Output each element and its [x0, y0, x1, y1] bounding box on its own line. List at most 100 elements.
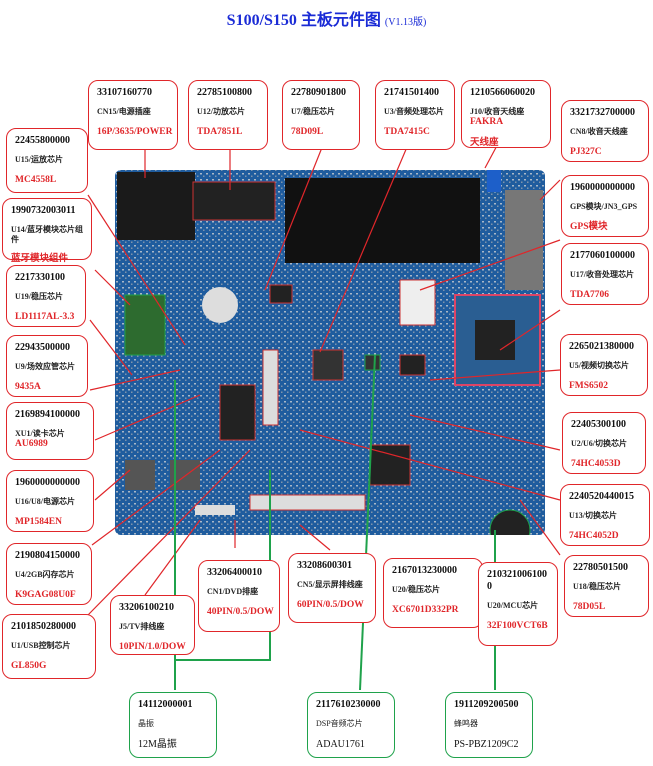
part-description: XU1/读卡芯片AU6989	[15, 429, 65, 449]
callout-u5: 2265021380000 U5/视频切换芯片 FMS6502	[560, 334, 648, 396]
part-number: 22785100800	[197, 87, 252, 98]
part-model: 蓝牙模块组件	[11, 254, 69, 265]
part-number: 2103210061000	[487, 569, 547, 592]
callout-u20-regulator: 2167013230000 U20/稳压芯片 XC6701D332PR	[383, 558, 483, 628]
callout-j10: 1210566060020 J10/收音天线座FAKRA 天线座	[461, 80, 551, 148]
part-number: 2190804150000	[15, 550, 80, 561]
j5-tv-connector	[195, 505, 235, 515]
pcb-board-image	[115, 170, 545, 535]
callout-u3: 21741501400 U3/音频处理芯片 TDA7415C	[375, 80, 455, 150]
fakra-antenna-jack	[487, 170, 501, 192]
part-description: U7/稳压芯片	[291, 107, 335, 116]
part-number: 1960000000000	[570, 182, 635, 193]
callout-cn15: 33107160770 CN15/电源插座 16P/3635/POWER	[88, 80, 178, 150]
power-connector	[117, 172, 195, 240]
part-model: 16P/3635/POWER	[97, 126, 173, 137]
part-number: 2117610230000	[316, 699, 381, 710]
callout-u13: 2240520440015 U13/切换芯片 74HC4052D	[560, 484, 650, 546]
part-number: 33206100210	[119, 602, 174, 613]
inductor-1	[125, 460, 155, 490]
callout-crystal: 14112000001 晶振 12M晶振	[129, 692, 217, 758]
part-description: CN1/DVD排座	[207, 587, 259, 596]
part-model: 天线座	[470, 137, 499, 148]
part-number: 22780501500	[573, 562, 628, 573]
bt-module	[124, 294, 166, 356]
part-number: 1210566060020	[470, 87, 535, 98]
part-model: TDA7415C	[384, 126, 430, 137]
cn5-display-connector	[249, 494, 366, 511]
part-description: CN15/电源插座	[97, 107, 151, 116]
part-number: 2101850280000	[11, 621, 76, 632]
part-number: 2167013230000	[392, 565, 457, 576]
part-model: 9435A	[15, 381, 41, 392]
part-number: 33107160770	[97, 87, 152, 98]
part-model: PS-PBZ1209C2	[454, 738, 519, 750]
page-title: S100/S150 主板元件图 (V1.13版)	[0, 6, 653, 30]
part-model: K9GAG08U0F	[15, 589, 76, 600]
callout-u17: 2177060100000 U17/收音处理芯片 TDA7706	[561, 243, 649, 305]
part-number: 22780901800	[291, 87, 346, 98]
callout-u7: 22780901800 U7/稳压芯片 78D09L	[282, 80, 360, 150]
callout-gps: 1960000000000 GPS模块/JN3_GPS GPS模块	[561, 175, 649, 237]
part-model: GL850G	[11, 660, 47, 671]
callout-xu1: 2169894100000 XU1/读卡芯片AU6989	[6, 402, 94, 460]
part-model: 32F100VCT6B	[487, 620, 548, 631]
part-model: TDA7851L	[197, 126, 243, 137]
callout-u14: 1990732003011 U14/蓝牙模块芯片组件 蓝牙模块组件	[2, 198, 92, 264]
part-number: 14112000001	[138, 699, 193, 710]
amp-heatsink-connector	[192, 181, 276, 221]
part-number: 3321732700000	[570, 107, 635, 118]
part-model: XC6701D332PR	[392, 604, 459, 615]
callout-cn5: 33208600301 CN5/显示屏排线座 60PIN/0.5/DOW	[288, 553, 376, 623]
u5-chip	[399, 354, 426, 376]
part-description: U19/稳压芯片	[15, 292, 63, 301]
part-model: TDA7706	[570, 289, 610, 300]
callout-u2: 22405300100 U2/U6/切换芯片 74HC4053D	[562, 412, 646, 474]
part-number: 1990732003011	[11, 205, 76, 216]
part-number: 1960000000000	[15, 477, 80, 488]
callout-u12: 22785100800 U12/功放芯片 TDA7851L	[188, 80, 268, 150]
title-version: (V1.13版)	[384, 17, 427, 28]
part-description: CN5/显示屏排线座	[297, 580, 363, 589]
part-number: 2169894100000	[15, 409, 80, 420]
callout-u18: 22780501500 U18/稳压芯片 78D05L	[564, 555, 649, 617]
u3-chip	[312, 349, 344, 381]
callout-j5: 33206100210 J5/TV排线座 10PIN/1.0/DOW	[110, 595, 195, 655]
part-model: MP1584EN	[15, 516, 62, 527]
part-model: 74HC4053D	[571, 458, 621, 469]
part-description: DSP音频芯片	[316, 719, 363, 728]
part-number: 22455800000	[15, 135, 70, 146]
part-model: 78D09L	[291, 126, 324, 137]
part-model: PJ327C	[570, 146, 602, 157]
part-description: U1/USB控制芯片	[11, 641, 71, 650]
part-number: 33206400010	[207, 567, 262, 578]
part-number: 33208600301	[297, 560, 352, 571]
part-number: 21741501400	[384, 87, 439, 98]
part-description: U20/MCU芯片	[487, 601, 539, 610]
callout-u9: 22943500000 U9/场效应管芯片 9435A	[6, 335, 88, 397]
part-description: CN8/收音天线座	[570, 127, 628, 136]
part-number: 2265021380000	[569, 341, 634, 352]
part-model: MC4558L	[15, 174, 57, 185]
buzzer	[489, 509, 531, 535]
part-model: FMS6502	[569, 380, 609, 391]
part-description: U4/2GB闪存芯片	[15, 570, 75, 579]
part-model: ADAU1761	[316, 738, 365, 750]
callout-u15: 22455800000 U15/运放芯片 MC4558L	[6, 128, 88, 193]
callout-u4: 2190804150000 U4/2GB闪存芯片 K9GAG08U0F	[6, 543, 92, 605]
part-number: 22943500000	[15, 342, 70, 353]
callout-u1: 2101850280000 U1/USB控制芯片 GL850G	[2, 614, 96, 679]
cn1-dvd-connector	[262, 349, 279, 426]
part-description: U5/视频切换芯片	[569, 361, 629, 370]
part-model: 78D05L	[573, 601, 606, 612]
callout-u19: 2217330100 U19/稳压芯片 LD1117AL-3.3	[6, 265, 86, 327]
callout-dsp: 2117610230000 DSP音频芯片 ADAU1761	[307, 692, 395, 758]
part-description: U13/切换芯片	[569, 511, 617, 520]
u4-flash-chip	[219, 384, 256, 441]
callout-cn1: 33206400010 CN1/DVD排座 40PIN/0.5/DOW	[198, 560, 280, 632]
part-description: J5/TV排线座	[119, 622, 165, 631]
part-model: 12M晶振	[138, 738, 177, 750]
part-number: 2177060100000	[570, 250, 635, 261]
part-model: 10PIN/1.0/DOW	[119, 641, 186, 652]
